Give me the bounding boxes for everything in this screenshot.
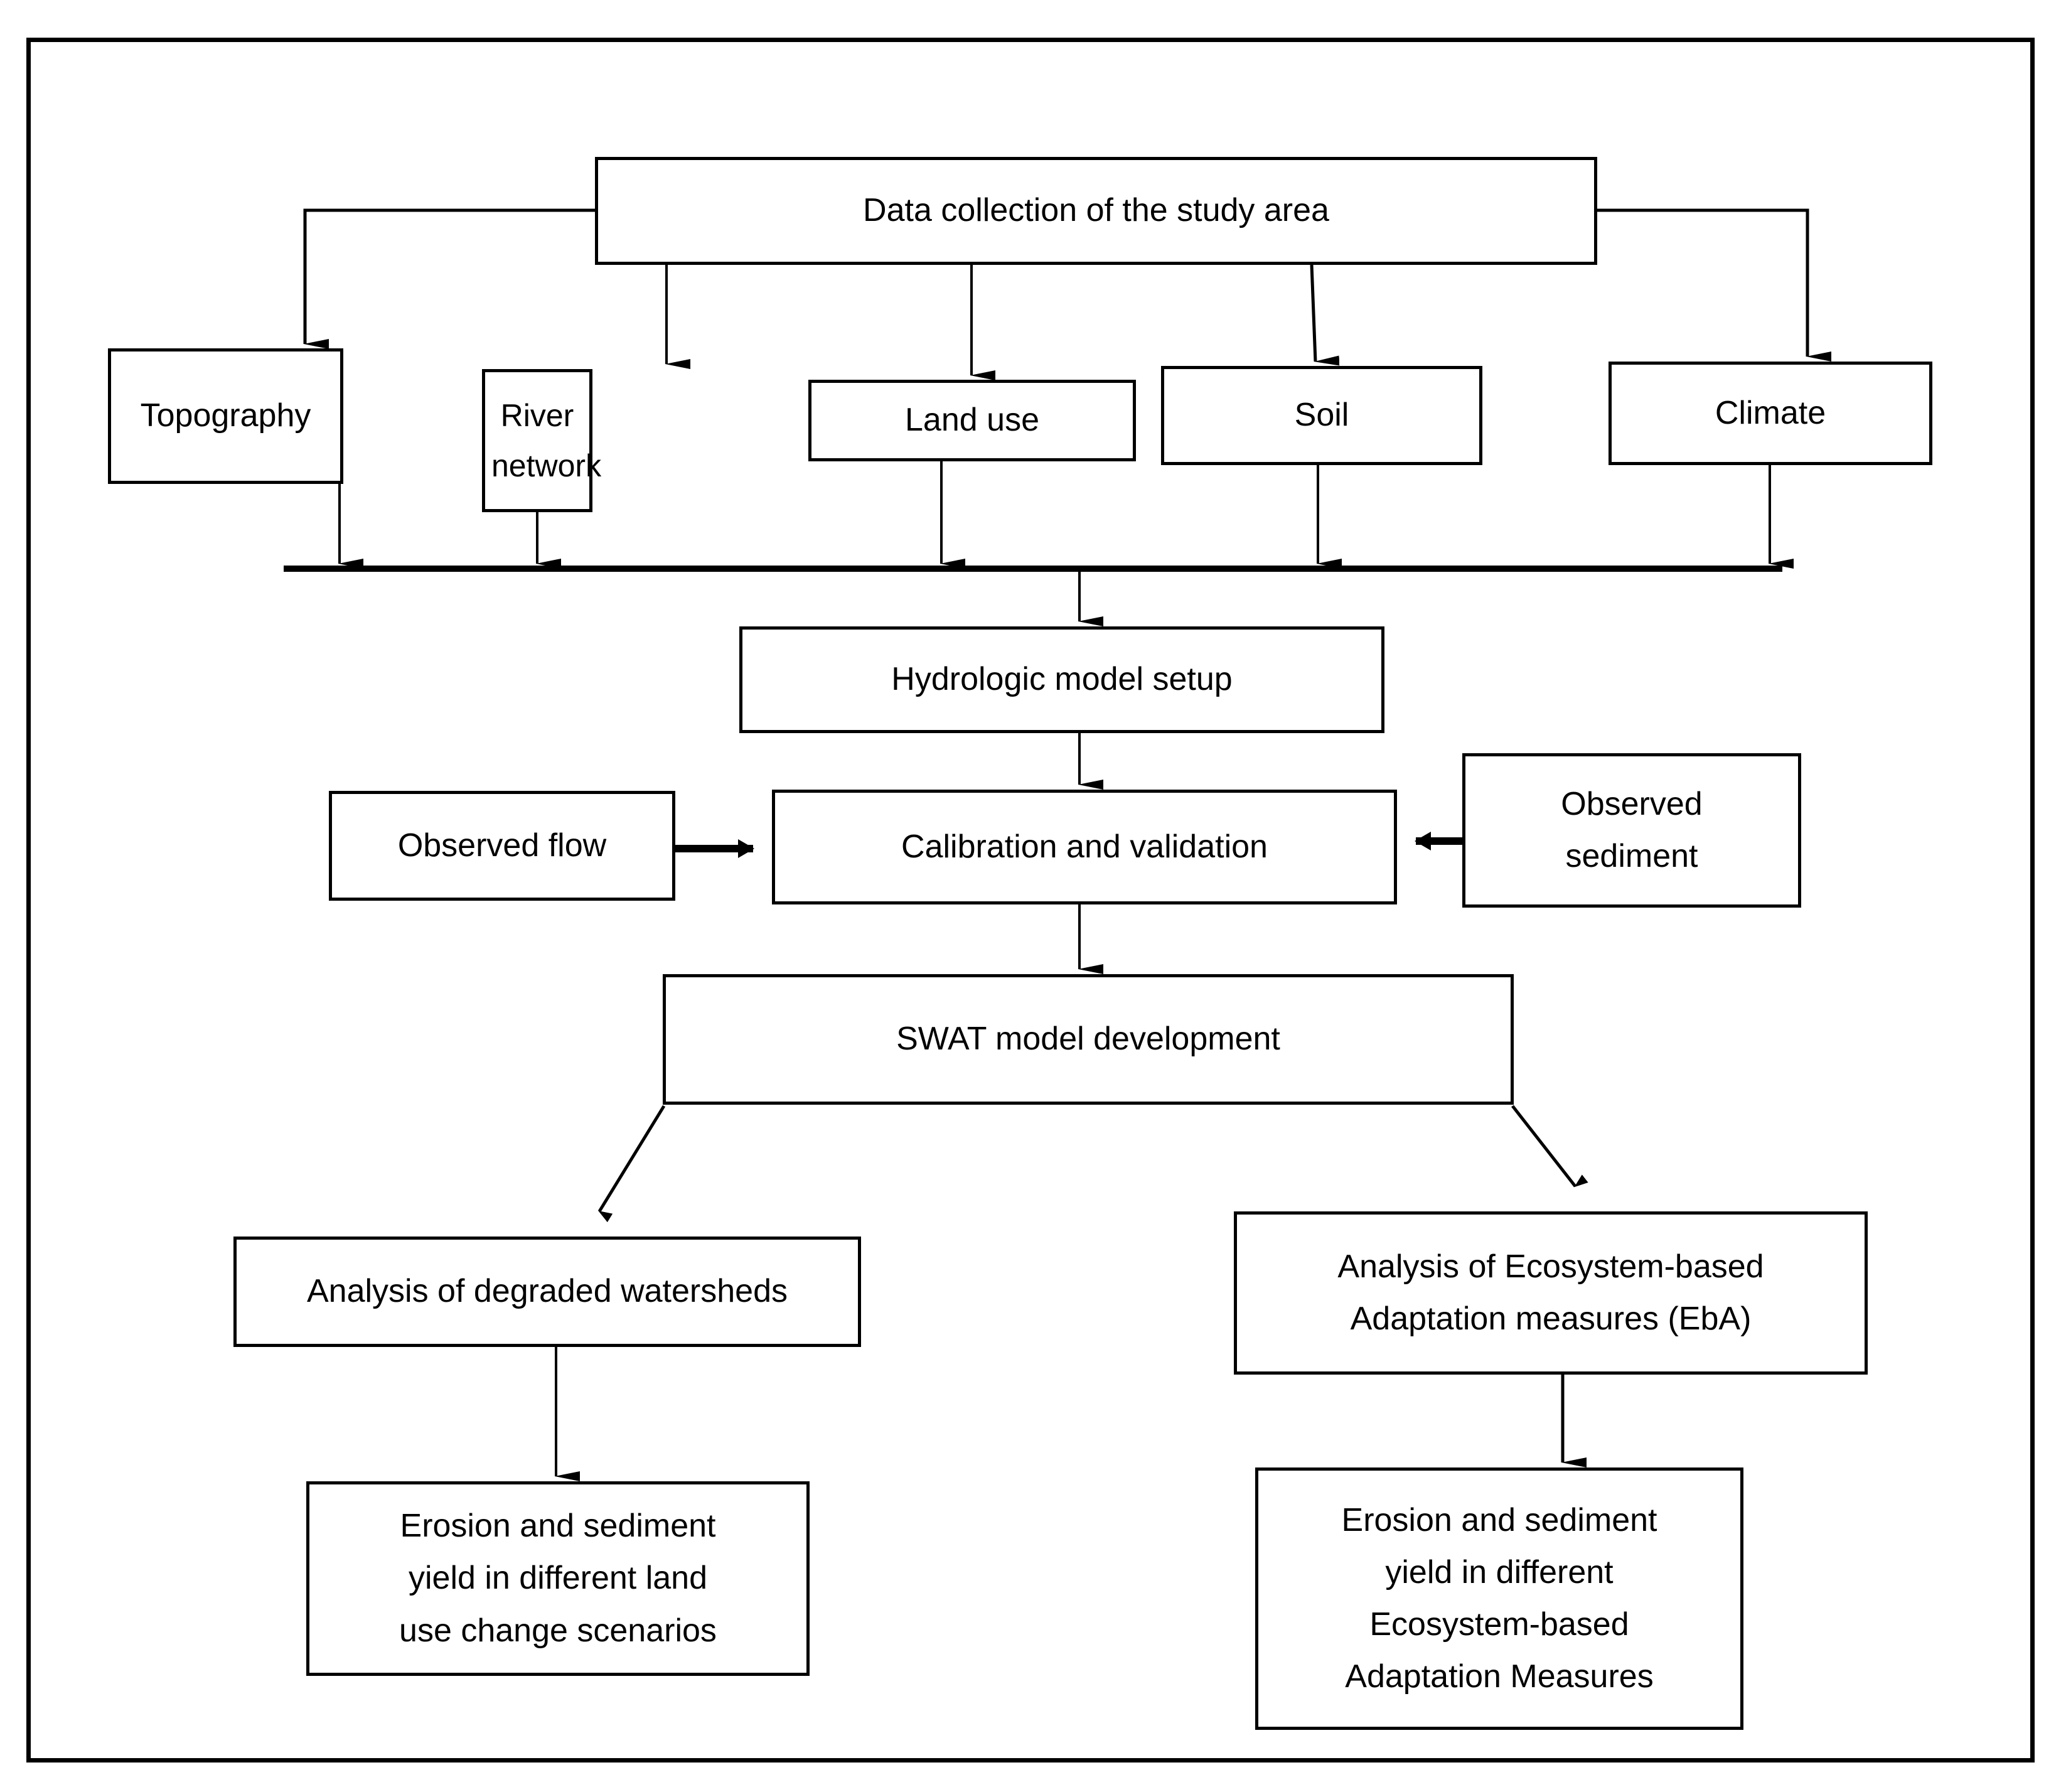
node-analysis-degraded-watersheds-label: Analysis of degraded watersheds [306, 1273, 788, 1310]
node-calibration-validation-label: Calibration and validation [901, 828, 1268, 865]
node-river-network-label: River network [491, 398, 602, 483]
node-swat-model-development-label: SWAT model development [896, 1021, 1280, 1058]
node-calibration-validation[interactable]: Calibration and validation [772, 790, 1397, 904]
edge-swat-degraded [597, 1105, 666, 1223]
node-soil[interactable]: Soil [1161, 366, 1482, 465]
node-soil-label: Soil [1294, 397, 1349, 434]
node-analysis-eba[interactable]: Analysis of Ecosystem-based Adaptation m… [1234, 1211, 1868, 1375]
edge-datacollection-climate [1597, 208, 1831, 362]
node-climate-label: Climate [1715, 394, 1826, 431]
node-erosion-land-use-scenarios-label: Erosion and sediment yield in different … [399, 1508, 717, 1649]
node-data-collection[interactable]: Data collection of the study area [595, 157, 1597, 265]
edge-datacollection-soil [1310, 264, 1340, 366]
node-analysis-eba-label: Analysis of Ecosystem-based Adaptation m… [1337, 1248, 1764, 1337]
node-topography[interactable]: Topography [108, 348, 343, 484]
node-erosion-land-use-scenarios[interactable]: Erosion and sediment yield in different … [306, 1481, 810, 1676]
node-erosion-eba-measures[interactable]: Erosion and sediment yield in different … [1255, 1467, 1743, 1730]
edge-swat-eba [1511, 1105, 1588, 1188]
node-observed-sediment-label: Observed sediment [1561, 785, 1703, 874]
node-river-network[interactable]: River network [482, 369, 602, 512]
node-observed-flow[interactable]: Observed flow [329, 791, 675, 901]
node-erosion-eba-measures-label: Erosion and sediment yield in different … [1341, 1501, 1657, 1695]
node-land-use-label: Land use [905, 402, 1039, 439]
edge-datacollection-topography [303, 208, 595, 349]
node-observed-sediment[interactable]: Observed sediment [1462, 753, 1801, 908]
node-swat-model-development[interactable]: SWAT model development [663, 974, 1514, 1105]
node-hydrologic-model-setup-label: Hydrologic model setup [891, 661, 1233, 698]
node-climate[interactable]: Climate [1609, 362, 1932, 465]
node-hydrologic-model-setup[interactable]: Hydrologic model setup [739, 626, 1384, 733]
node-analysis-degraded-watersheds[interactable]: Analysis of degraded watersheds [233, 1237, 861, 1347]
node-observed-flow-label: Observed flow [397, 827, 607, 864]
node-data-collection-label: Data collection of the study area [863, 192, 1329, 229]
node-land-use[interactable]: Land use [808, 380, 1136, 461]
node-topography-label: Topography [140, 397, 311, 434]
